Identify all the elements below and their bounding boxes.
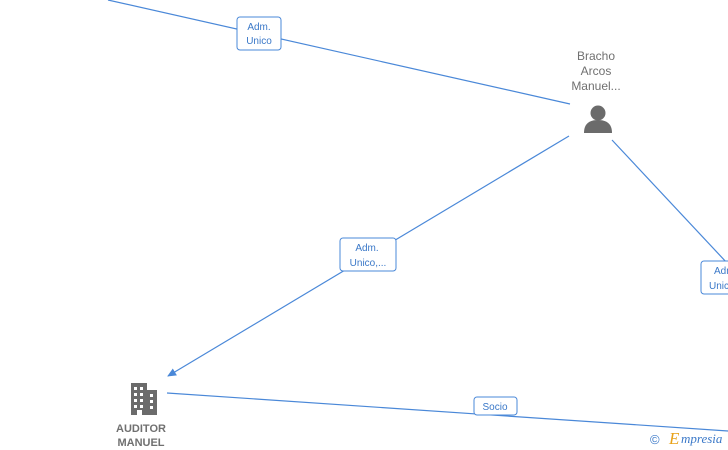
company-node[interactable]: AUDITOR MANUEL bbox=[116, 383, 166, 449]
brand-name: mpresia bbox=[681, 431, 723, 446]
person-name-line-1: Bracho bbox=[577, 49, 615, 63]
edge-middle-label-line-1: Adm. bbox=[355, 243, 378, 254]
edge-bottom-label[interactable]: Socio bbox=[473, 396, 518, 416]
edge-right-line bbox=[611, 139, 728, 265]
company-name-line-1: AUDITOR bbox=[116, 423, 166, 435]
edge-bottom-label-text: Socio bbox=[482, 402, 507, 413]
person-node[interactable]: Bracho Arcos Manuel... bbox=[571, 49, 621, 133]
edge-top-label[interactable]: Adm. Unico bbox=[236, 16, 282, 51]
edge-top-label-line-2: Unico bbox=[246, 36, 272, 47]
edge-right-label-line-1: Adm. bbox=[714, 266, 728, 277]
brand-initial: E bbox=[668, 429, 680, 448]
person-name-line-2: Arcos bbox=[581, 64, 612, 78]
edge-right-label-line-2: Unic... bbox=[709, 281, 728, 292]
person-name-line-3: Manuel... bbox=[571, 79, 620, 93]
company-name-line-2: MANUEL bbox=[117, 437, 164, 449]
edge-bottom-line bbox=[166, 392, 728, 432]
person-icon bbox=[584, 105, 612, 133]
edge-top-label-line-1: Adm. bbox=[247, 22, 270, 33]
copyright-symbol: © bbox=[650, 432, 660, 447]
edge-middle-label-line-2: Unico,... bbox=[350, 258, 387, 269]
edge-middle-label[interactable]: Adm. Unico,... bbox=[339, 237, 397, 272]
building-icon bbox=[131, 383, 157, 415]
edge-top-line bbox=[107, 0, 571, 105]
empresia-watermark: © E mpresia bbox=[650, 429, 723, 448]
edge-right-label[interactable]: Adm. Unic... bbox=[700, 260, 728, 295]
